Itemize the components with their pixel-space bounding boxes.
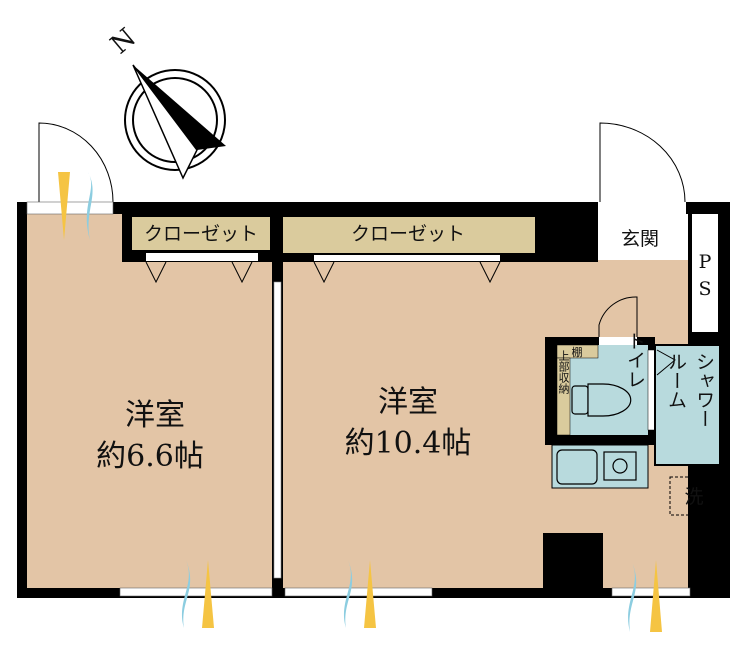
closet-right-label: クローゼット [351,223,465,245]
shower-room-label: シャワールーム [665,352,715,428]
pipe-space [692,214,718,332]
shelf-label: 棚 [572,345,583,359]
ps-label-p: P [699,251,712,273]
closet-left [132,217,270,250]
left-room-name: 洋室 [125,398,185,433]
windows [26,201,691,597]
washer-space [669,476,719,516]
washer-label: 洗 [684,486,703,508]
sink-icon [556,449,598,485]
stove-icon [612,458,628,474]
north-label: N [105,23,142,61]
closet-right [283,217,535,253]
right-room-size: 約10.4帖 [345,426,472,461]
ps-label-s: S [698,278,711,300]
compass-icon: N [105,23,226,180]
entrance-door [599,122,686,203]
shelf [556,344,599,359]
entrance [598,214,688,260]
shower-room [654,344,721,466]
left-room-floor [27,214,272,588]
ventilation-icons [58,172,662,632]
right-room-name: 洋室 [378,385,438,420]
sliding-door [273,281,282,579]
left-room-size: 約6.6帖 [96,439,204,474]
upper-storage-label: 上部収納 [557,350,570,395]
closet-left-label: クローゼット [144,223,258,245]
toilet-icon [571,383,632,417]
left-exterior-door [38,122,114,203]
upper-storage [556,357,571,436]
entrance-label: 玄関 [621,228,659,250]
toilet-label: トイレ [624,332,646,389]
